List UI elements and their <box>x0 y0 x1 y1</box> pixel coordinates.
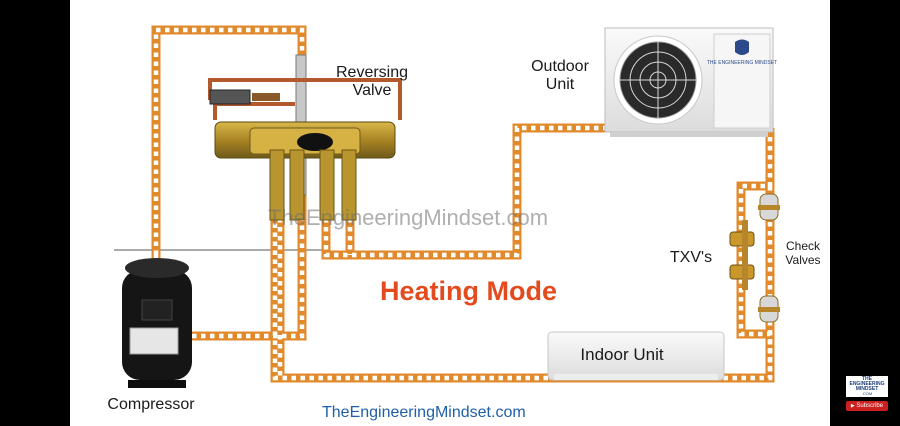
compressor-graphic <box>122 258 192 388</box>
indoor-unit-label: Indoor Unit <box>580 345 664 364</box>
compressor-label: Compressor <box>107 396 195 413</box>
outdoor-unit-logo: THE ENGINEERING MINDSET <box>707 60 777 66</box>
refrigeration-diagram: THE ENGINEERING MINDSET <box>114 25 780 388</box>
diagram-stage: THE ENGINEERING MINDSET Reve <box>70 0 830 426</box>
txv-assembly <box>729 193 780 323</box>
footer-url: TheEngineeringMindset.com <box>322 404 526 421</box>
txvs-label: TXV's <box>669 249 713 266</box>
subscribe-button[interactable]: ▶ Subscribe <box>846 401 888 411</box>
outdoor-unit-graphic: THE ENGINEERING MINDSET <box>604 27 777 137</box>
watermark: TheEngineeringMindset.com <box>268 205 549 230</box>
indoor-unit-graphic <box>547 331 725 381</box>
brand-badge: THE ENGINEERING MINDSET .COM <box>846 376 888 397</box>
mode-title: Heating Mode <box>380 276 558 306</box>
play-icon: ▶ <box>850 403 855 409</box>
reversing-valve-assembly <box>208 54 402 221</box>
